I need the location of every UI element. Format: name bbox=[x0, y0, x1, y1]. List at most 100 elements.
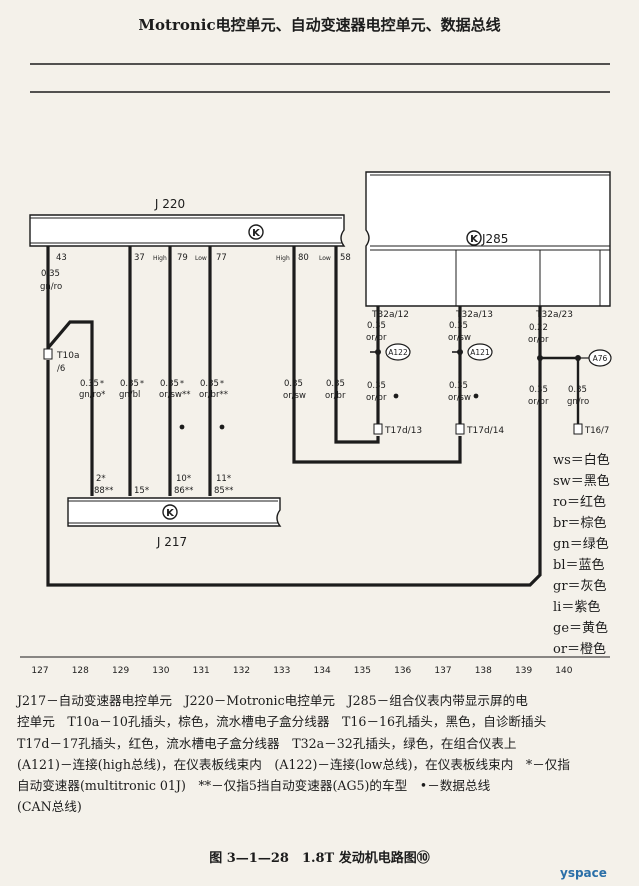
connector-markers bbox=[43, 348, 583, 435]
w12-gauge: 0.35 bbox=[367, 321, 386, 331]
j217b-gauge: 0.35 bbox=[120, 379, 139, 389]
pin-37: 37 bbox=[134, 253, 145, 263]
j217-symbol-circle bbox=[162, 504, 178, 520]
star-j217d: * bbox=[220, 379, 224, 388]
legend-item: bl＝蓝色 bbox=[553, 558, 605, 573]
t32-13-label: T32a/13 bbox=[455, 310, 493, 320]
j220-unit: K J 220 bbox=[29, 197, 346, 247]
description-line: J217－自动变速器电控单元 J220－Motronic电控单元 J285－组合… bbox=[17, 693, 528, 708]
wire-t10a-j217 bbox=[46, 320, 94, 496]
j217-pins: 2* 88** 15* 10* 86** 11* 85** bbox=[94, 474, 233, 496]
star-j217c: * bbox=[180, 379, 184, 388]
watermark-logo: yspace bbox=[560, 866, 607, 880]
w12-color: or/br bbox=[366, 333, 387, 343]
wire-80 bbox=[292, 246, 462, 464]
legend-item: gr＝灰色 bbox=[553, 579, 607, 594]
t32-12-label: T32a/12 bbox=[371, 310, 409, 320]
t32-23-label: T32a/23 bbox=[535, 310, 573, 320]
j217c-gauge: 0.35 bbox=[160, 379, 179, 389]
pin-77: 77 bbox=[216, 253, 227, 263]
t10a-pin: /6 bbox=[57, 364, 65, 374]
j217b-color: gn/bl bbox=[119, 390, 140, 400]
w43-color: gn/ro bbox=[40, 282, 62, 292]
j220-symbol-circle bbox=[248, 224, 264, 240]
description-line: (A121)－连接(high总线)，在仪表板线束内 (A122)－连接(low总… bbox=[17, 756, 570, 772]
j217-pin-2: 2* bbox=[96, 474, 106, 484]
w13b-gauge: 0.35 bbox=[449, 381, 468, 391]
pin-43: 43 bbox=[56, 253, 67, 263]
j217-pin-15: 15* bbox=[134, 486, 149, 496]
w23b-gauge: 0.35 bbox=[529, 385, 548, 395]
w80-color: or/sw bbox=[283, 391, 306, 401]
t17-13-label: T17d/13 bbox=[384, 426, 422, 436]
w23b-color: or/br bbox=[528, 397, 549, 407]
scale-number: 134 bbox=[314, 666, 331, 676]
w12b-color: or/br bbox=[366, 393, 387, 403]
scale-number: 131 bbox=[193, 666, 210, 676]
j217-pin-11: 11* bbox=[216, 474, 231, 484]
j217a-color: gn/ro* bbox=[79, 390, 105, 400]
j217-pin-86: 86** bbox=[174, 486, 193, 496]
w12b-gauge: 0.35 bbox=[367, 381, 386, 391]
legend-item: li＝紫色 bbox=[553, 600, 601, 615]
star-j217b: * bbox=[140, 379, 144, 388]
wire-labels: 0.35 gn/ro 0.35 gn/ro* 0.35 gn/bl 0.35 o… bbox=[40, 269, 589, 407]
j217-pin-88: 88** bbox=[94, 486, 113, 496]
legend-item: gn＝绿色 bbox=[553, 537, 609, 552]
pin-58: 58 bbox=[340, 253, 351, 263]
w16-color: gn/ro bbox=[567, 397, 589, 407]
scale-number: 139 bbox=[515, 666, 532, 676]
scale-number: 129 bbox=[112, 666, 129, 676]
j217a-gauge: 0.35 bbox=[80, 379, 99, 389]
legend-item: ge＝黄色 bbox=[553, 621, 609, 636]
w13b-color: or/sw bbox=[448, 393, 471, 403]
j285-label: J285 bbox=[481, 232, 508, 246]
page-title: Motronic电控单元、自动变速器电控单元、数据总线 bbox=[138, 16, 501, 34]
pin-high-2: High bbox=[276, 255, 290, 262]
j285-symbol: K bbox=[470, 234, 479, 245]
star-j217a: * bbox=[100, 379, 104, 388]
w23-gauge: 0.22 bbox=[529, 323, 548, 333]
j220-label: J 220 bbox=[154, 197, 185, 211]
j217-label: J 217 bbox=[156, 535, 187, 549]
splice-labels: A122 A121 A76 bbox=[385, 343, 612, 367]
w80-gauge: 0.35 bbox=[284, 379, 303, 389]
w16-gauge: 0.35 bbox=[568, 385, 587, 395]
legend-item: ro＝红色 bbox=[553, 495, 607, 510]
j220-pins: 43 37 High 79 Low 77 High 80 Low 58 bbox=[56, 253, 351, 263]
legend-item: br＝棕色 bbox=[553, 516, 607, 531]
t10a-label: T10a bbox=[56, 351, 79, 361]
j217d-gauge: 0.35 bbox=[200, 379, 219, 389]
scale-number: 128 bbox=[72, 666, 89, 676]
scale-number: 127 bbox=[31, 666, 48, 676]
scale-number: 136 bbox=[394, 666, 411, 676]
pin-79: 79 bbox=[177, 253, 188, 263]
j285-symbol-circle bbox=[466, 230, 482, 246]
splice-a122: A122 bbox=[388, 348, 408, 357]
wires bbox=[46, 246, 580, 587]
splice-a76: A76 bbox=[593, 354, 608, 363]
pin-high-1: High bbox=[153, 255, 167, 262]
w13-color: or/sw bbox=[448, 333, 471, 343]
description: J217－自动变速器电控单元 J220－Motronic电控单元 J285－组合… bbox=[17, 690, 629, 818]
description-line: 控单元 T10a－10孔插头，棕色，流水槽电子盒分线器 T16－16孔插头，黑色… bbox=[17, 714, 547, 730]
j217c-color: or/sw** bbox=[159, 390, 190, 400]
description-line: (CAN总线) bbox=[17, 799, 82, 815]
w23-color: or/br bbox=[528, 335, 549, 345]
j217d-color: or/br** bbox=[199, 390, 228, 400]
legend-item: or＝橙色 bbox=[553, 642, 607, 657]
scale-number: 133 bbox=[273, 666, 290, 676]
scale-number: 132 bbox=[233, 666, 250, 676]
splice-a121: A121 bbox=[470, 348, 490, 357]
scale-number: 135 bbox=[354, 666, 371, 676]
w43-gauge: 0.35 bbox=[41, 269, 60, 279]
j217-symbol: K bbox=[166, 508, 175, 519]
pin-low-1: Low bbox=[195, 255, 207, 262]
scale-number: 140 bbox=[555, 666, 572, 676]
legend-item: ws＝白色 bbox=[553, 453, 610, 468]
connector-labels: T10a /6 T32a/12 T32a/13 T32a/23 T17d/13 … bbox=[56, 310, 609, 436]
description-line: 自动变速器(multitronic 01J) **－仅指5挡自动变速器(AG5)… bbox=[17, 778, 491, 794]
splice-dots bbox=[179, 349, 581, 430]
